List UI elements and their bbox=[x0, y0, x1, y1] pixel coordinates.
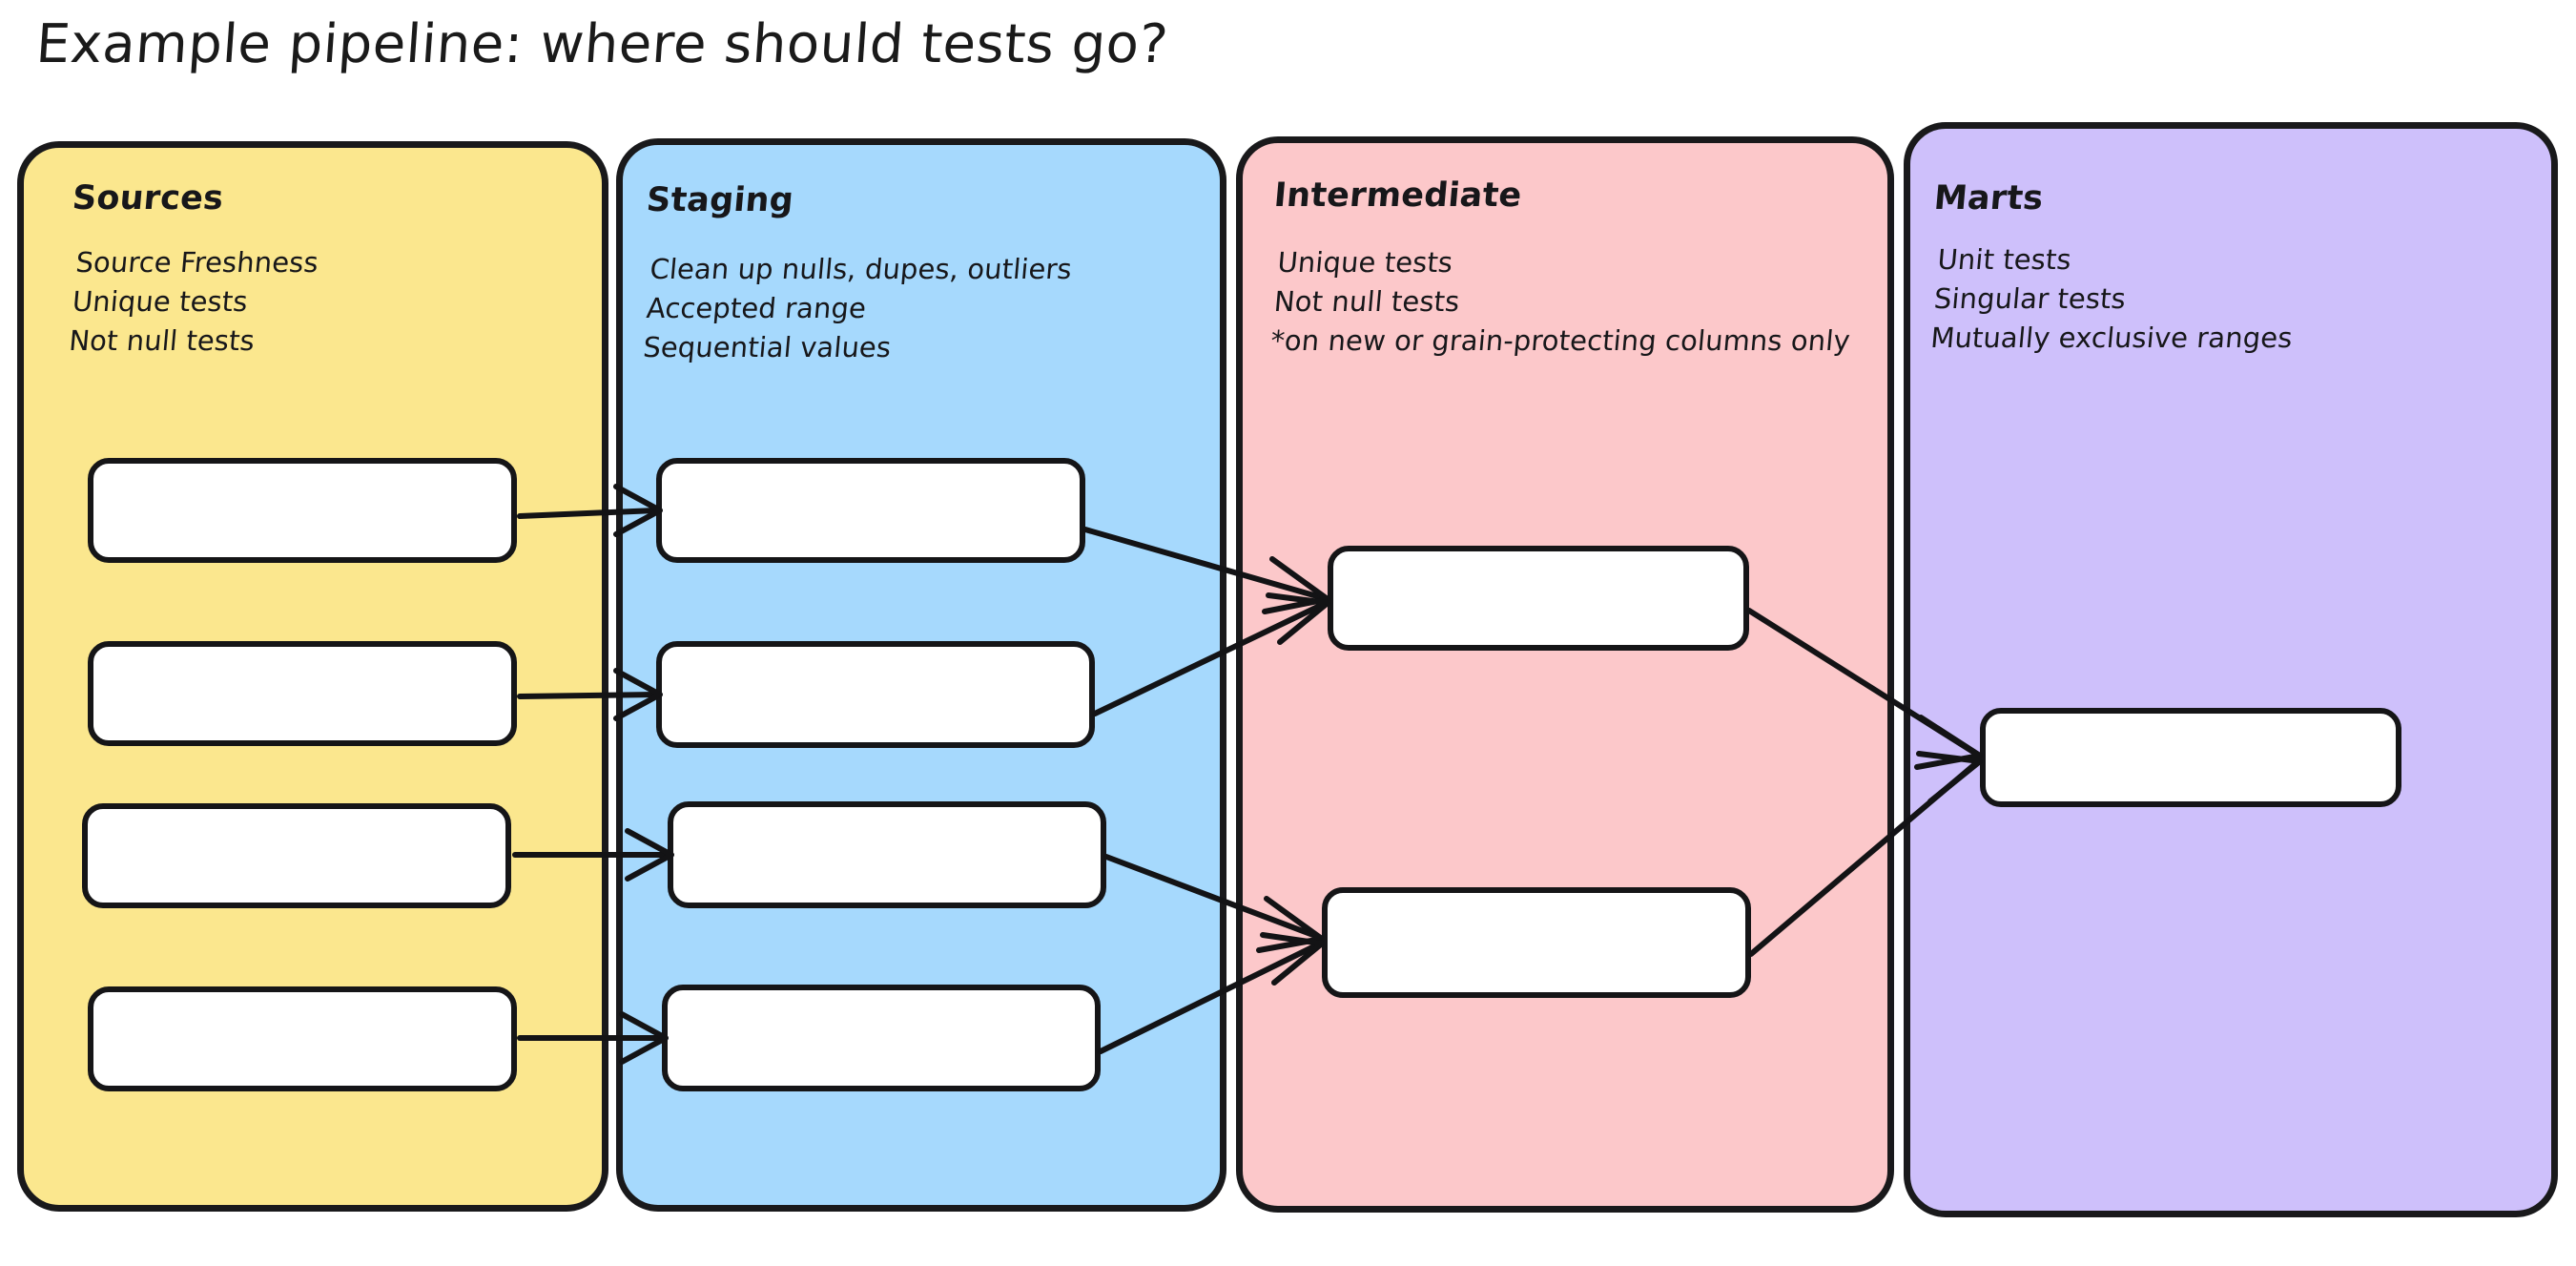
panel-staging-line-1: Clean up nulls, dupes, outliers bbox=[649, 253, 1074, 285]
panel-sources-line-1: Source Freshness bbox=[74, 246, 320, 279]
page-title: Example pipeline: where should tests go? bbox=[33, 13, 1171, 75]
marts-node-1[interactable] bbox=[1980, 708, 2401, 807]
intermediate-node-1[interactable] bbox=[1328, 546, 1749, 651]
sources-node-3[interactable] bbox=[82, 803, 511, 908]
sources-node-1[interactable] bbox=[88, 458, 517, 563]
panel-sources-lines: Source Freshness Unique tests Not null t… bbox=[68, 243, 320, 361]
panel-staging-heading: Staging bbox=[645, 181, 795, 219]
panel-marts-line-1: Unit tests bbox=[1936, 243, 2073, 276]
staging-node-2[interactable] bbox=[656, 641, 1095, 748]
panel-marts-line-2: Singular tests bbox=[1932, 282, 2128, 315]
panel-staging-line-2: Accepted range bbox=[645, 292, 868, 324]
intermediate-node-2[interactable] bbox=[1322, 887, 1751, 998]
staging-node-3[interactable] bbox=[668, 801, 1106, 908]
panel-marts[interactable] bbox=[1904, 122, 2558, 1217]
sources-node-4[interactable] bbox=[88, 986, 517, 1091]
staging-node-4[interactable] bbox=[662, 985, 1101, 1091]
staging-node-1[interactable] bbox=[656, 458, 1085, 563]
sources-node-2[interactable] bbox=[88, 641, 517, 746]
panel-marts-heading: Marts bbox=[1932, 179, 2046, 218]
panel-sources-line-3: Not null tests bbox=[67, 324, 257, 357]
panel-intermediate-line-2: Not null tests bbox=[1272, 285, 1461, 318]
panel-staging-line-3: Sequential values bbox=[641, 331, 893, 363]
panel-sources-line-2: Unique tests bbox=[71, 285, 250, 318]
panel-marts-lines: Unit tests Singular tests Mutually exclu… bbox=[1929, 240, 2301, 358]
panel-intermediate-heading: Intermediate bbox=[1272, 176, 1524, 215]
panel-sources-heading: Sources bbox=[71, 179, 225, 218]
panel-intermediate-line-3: *on new or grain-protecting columns only bbox=[1268, 324, 1852, 357]
panel-staging-lines: Clean up nulls, dupes, outliers Accepted… bbox=[642, 250, 1074, 367]
panel-marts-line-3: Mutually exclusive ranges bbox=[1928, 322, 2295, 354]
panel-intermediate-lines: Unique tests Not null tests *on new or g… bbox=[1269, 243, 1859, 361]
panel-intermediate-line-1: Unique tests bbox=[1276, 246, 1454, 279]
